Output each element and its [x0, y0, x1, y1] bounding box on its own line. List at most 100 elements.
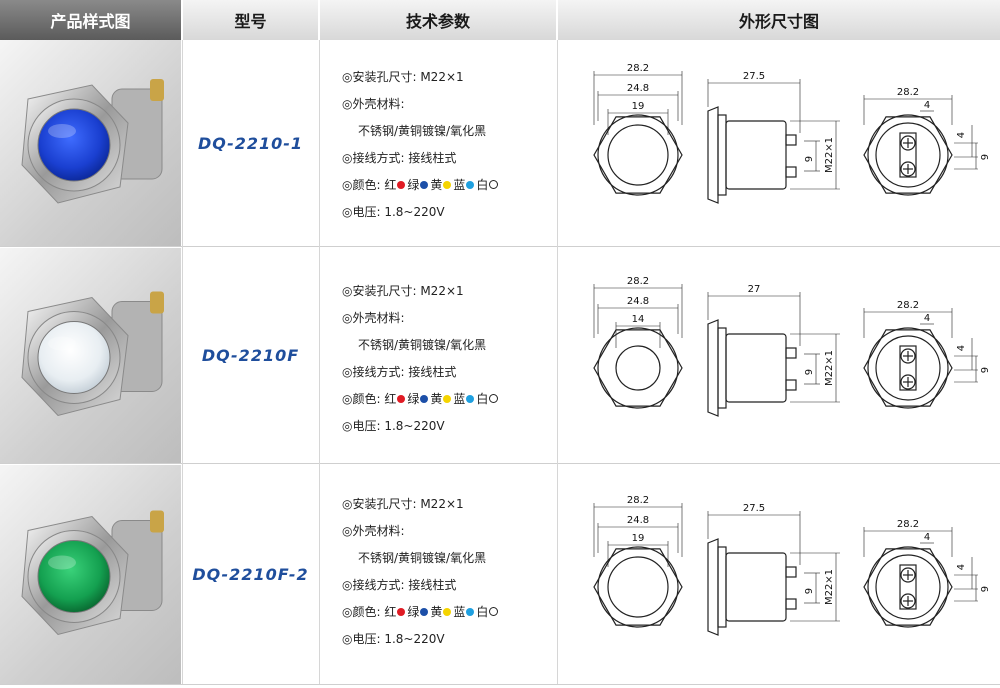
param-shell-value: 不锈钢/黄铜镀镍/氧化黑: [358, 338, 487, 352]
side-view: [707, 79, 840, 204]
dimension-drawing: 28.2 24.8 14 27 9 M22×1: [593, 276, 991, 417]
color-blue-dot: [466, 180, 475, 189]
color-red-label: 红: [384, 178, 397, 192]
back-view: [863, 95, 978, 196]
dim-back-width: 28.2: [897, 300, 919, 311]
product-photo: [21, 510, 164, 636]
product-row: DQ-2210F◎安装孔尺寸: M22×1◎外壳材料:不锈钢/黄铜镀镍/氧化黑◎…: [0, 248, 1000, 463]
dim-mid: 24.8: [627, 515, 649, 526]
header-model: 型号: [183, 0, 318, 40]
color-blue-dot: [466, 394, 475, 403]
color-yellow-label: 黄: [430, 605, 443, 619]
back-view: [863, 527, 978, 628]
photo-cell: [0, 40, 181, 246]
photo-cell: [0, 465, 181, 684]
product-photo: [21, 291, 164, 417]
param-mounting-hole: ◎安装孔尺寸: M22×1: [342, 284, 464, 298]
param-wiring: ◎接线方式: 接线柱式: [342, 365, 457, 379]
color-white-dot: [489, 394, 499, 403]
color-red-label: 红: [384, 605, 397, 619]
dim-back-c: 9: [980, 367, 991, 373]
model-number: DQ-2210F: [201, 346, 300, 365]
row-divider: [0, 463, 1000, 464]
param-colors: ◎颜色: 红绿黄蓝白: [342, 390, 500, 407]
param-voltage: ◎电压: 1.8~220V: [342, 632, 445, 646]
color-yellow-dot: [443, 607, 452, 616]
color-green-dot: [420, 394, 429, 403]
dim-back-c: 9: [980, 154, 991, 160]
color-white-label: 白: [476, 392, 489, 406]
color-blue-dot: [466, 607, 475, 616]
color-blue-label: 蓝: [453, 605, 466, 619]
color-green-dot: [420, 607, 429, 616]
color-red-label: 红: [384, 392, 397, 406]
dim-pin: 9: [804, 588, 815, 594]
color-green-dot: [420, 180, 429, 189]
dim-inner: 14: [632, 314, 645, 325]
params-cell: ◎安装孔尺寸: M22×1 ◎外壳材料: 不锈钢/黄铜镀镍/氧化黑 ◎接线方式: 接线…: [320, 248, 556, 463]
dim-outer: 28.2: [627, 495, 649, 506]
dim-length: 27.5: [743, 71, 765, 82]
terminal: [150, 510, 164, 533]
param-voltage: ◎电压: 1.8~220V: [342, 205, 445, 219]
color-yellow-label: 黄: [430, 392, 443, 406]
color-white-dot: [489, 607, 499, 616]
terminal: [150, 291, 164, 314]
photo-cell: [0, 248, 181, 463]
dim-outer: 28.2: [627, 63, 649, 74]
side-view: [707, 292, 840, 417]
color-green-label: 绿: [407, 392, 420, 406]
colors-label: ◎颜色:: [342, 605, 385, 619]
param-shell-material: ◎外壳材料:: [342, 311, 405, 325]
color-white-label: 白: [476, 178, 489, 192]
param-shell-material: ◎外壳材料:: [342, 524, 405, 538]
dimension-drawing: 28.2 24.8 19 27.5 9 M22×1: [593, 63, 991, 204]
header-photo: 产品样式图: [0, 0, 181, 40]
param-wiring: ◎接线方式: 接线柱式: [342, 151, 457, 165]
color-red-dot: [397, 180, 406, 189]
param-colors: ◎颜色: 红绿黄蓝白: [342, 176, 500, 193]
dim-thread: M22×1: [824, 137, 835, 173]
params-cell: ◎安装孔尺寸: M22×1◎外壳材料:不锈钢/黄铜镀镍/氧化黑◎接线方式: 接线…: [320, 40, 556, 246]
drawing-cell: 28.2 24.8 14 27 9 M22×1: [558, 248, 1000, 463]
lens: [37, 108, 111, 182]
front-view: [593, 71, 683, 196]
param-voltage: ◎电压: 1.8~220V: [342, 419, 445, 433]
color-white-dot: [489, 180, 499, 189]
back-view: [863, 308, 978, 409]
dim-back-b: 4: [956, 132, 967, 138]
header-params: 技术参数: [320, 0, 556, 40]
dimension-drawing: 28.2 24.8 19 27.5 9 M22×1: [593, 495, 991, 636]
colors-label: ◎颜色:: [342, 178, 385, 192]
dim-length: 27.5: [743, 503, 765, 514]
param-shell-value: 不锈钢/黄铜镀镍/氧化黑: [358, 551, 487, 565]
dim-mid: 24.8: [627, 296, 649, 307]
front-view: [593, 503, 683, 628]
dim-back-a: 4: [924, 532, 930, 543]
product-row: DQ-2210F-2◎安装孔尺寸: M22×1◎外壳材料:不锈钢/黄铜镀镍/氧化…: [0, 465, 1000, 684]
color-blue-label: 蓝: [453, 178, 466, 192]
column-divider: [557, 40, 558, 684]
dim-thread: M22×1: [824, 350, 835, 386]
param-colors: ◎颜色: 红绿黄蓝白: [342, 603, 500, 620]
lens: [37, 540, 111, 613]
color-yellow-dot: [443, 180, 452, 189]
dim-back-width: 28.2: [897, 87, 919, 98]
dim-outer: 28.2: [627, 276, 649, 287]
model-number: DQ-2210F-2: [192, 565, 309, 584]
lens: [37, 321, 111, 394]
colors-label: ◎颜色:: [342, 392, 385, 406]
color-yellow-dot: [443, 394, 452, 403]
product-photo: [21, 79, 164, 204]
dim-back-c: 9: [980, 586, 991, 592]
side-view: [707, 511, 840, 636]
color-green-label: 绿: [407, 178, 420, 192]
lens-highlight: [48, 555, 76, 570]
product-row: DQ-2210-1◎安装孔尺寸: M22×1◎外壳材料:不锈钢/黄铜镀镍/氧化黑…: [0, 40, 1000, 246]
param-wiring: ◎接线方式: 接线柱式: [342, 578, 457, 592]
dim-back-width: 28.2: [897, 519, 919, 530]
param-mounting-hole: ◎安装孔尺寸: M22×1: [342, 70, 464, 84]
dim-inner: 19: [632, 101, 645, 112]
dim-back-b: 4: [956, 564, 967, 570]
color-red-dot: [397, 394, 406, 403]
